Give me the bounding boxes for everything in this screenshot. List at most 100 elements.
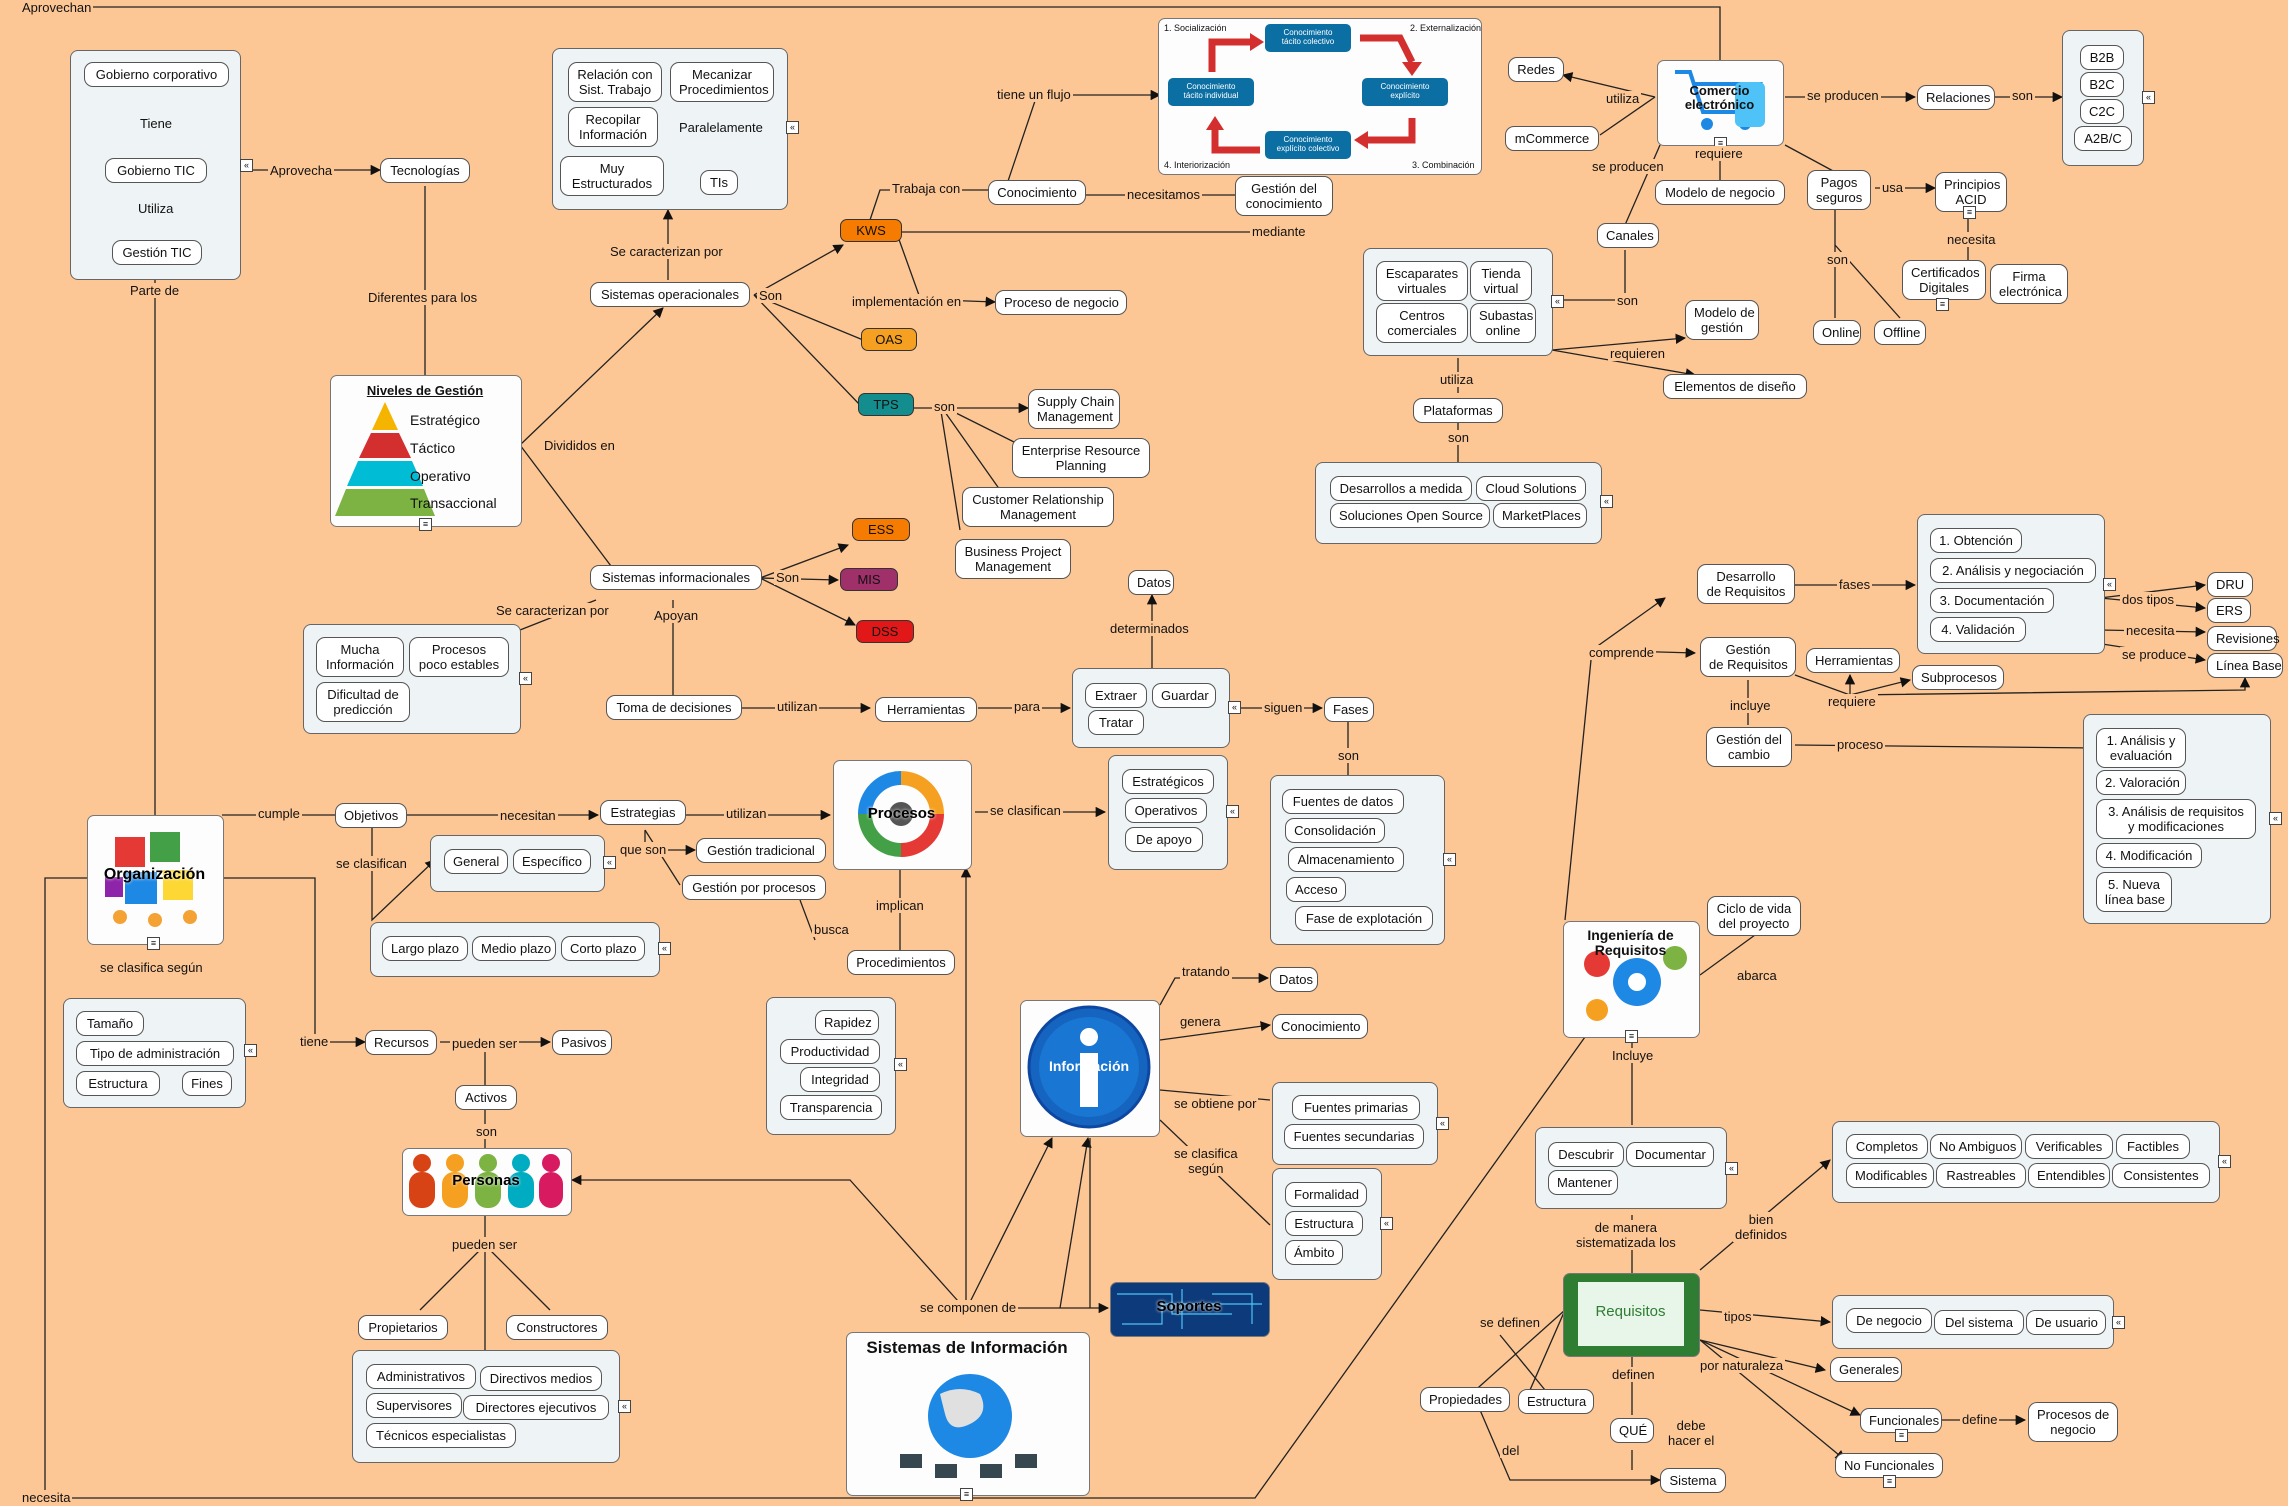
clasif-fines[interactable]: Fines [182, 1071, 232, 1096]
linea-base-node[interactable]: Línea Base [2207, 653, 2283, 678]
cal-factibles[interactable]: Factibles [2116, 1134, 2190, 1159]
procesos-negocio-node[interactable]: Procesos de negocio [2028, 1402, 2118, 1442]
expand-icon[interactable]: ≡ [1625, 1030, 1638, 1043]
fuentes-secundarias[interactable]: Fuentes secundarias [1284, 1124, 1424, 1149]
persona-directivos-medios[interactable]: Directivos medios [480, 1366, 602, 1391]
canal-centros[interactable]: Centros comerciales [1376, 303, 1468, 343]
tecnologias-node[interactable]: Tecnologías [380, 158, 470, 183]
medio-plazo[interactable]: Medio plazo [472, 936, 556, 961]
expand-icon[interactable]: « [2269, 812, 2282, 825]
expand-icon[interactable]: « [618, 1400, 631, 1413]
persona-supervisores[interactable]: Supervisores [366, 1393, 462, 1418]
tipo-negocio[interactable]: De negocio [1846, 1308, 1932, 1333]
activos-node[interactable]: Activos [455, 1085, 517, 1110]
cambio-4[interactable]: 4. Modificación [2096, 843, 2202, 868]
expand-icon[interactable]: « [2142, 91, 2155, 104]
dss-node[interactable]: DSS [856, 620, 914, 643]
req-fase-4[interactable]: 4. Validación [1930, 617, 2026, 642]
persona-administrativos[interactable]: Administrativos [366, 1364, 476, 1389]
estructura-node[interactable]: Estructura [1518, 1389, 1594, 1414]
tps-item-3[interactable]: Customer Relationship Management [962, 487, 1114, 527]
expand-icon[interactable]: « [1380, 1217, 1393, 1230]
expand-icon[interactable]: « [1228, 701, 1241, 714]
canal-subastas[interactable]: Subastas online [1470, 303, 1536, 343]
elementos-diseno-node[interactable]: Elementos de diseño [1663, 374, 1807, 399]
fase-2[interactable]: Consolidación [1285, 818, 1385, 843]
mis-node[interactable]: MIS [840, 568, 898, 591]
clasif-tamano[interactable]: Tamaño [76, 1011, 144, 1036]
canal-escaparates[interactable]: Escaparates virtuales [1376, 261, 1468, 301]
herramientas-node[interactable]: Herramientas [875, 697, 977, 722]
recursos-node[interactable]: Recursos [365, 1030, 437, 1055]
req-fase-1[interactable]: 1. Obtención [1930, 528, 2022, 553]
tipo-c2c[interactable]: C2C [2080, 99, 2124, 124]
propietarios-node[interactable]: Propietarios [358, 1315, 448, 1340]
expand-icon[interactable]: « [244, 1044, 257, 1057]
kws-node[interactable]: KWS [840, 219, 902, 242]
expand-icon[interactable]: ≡ [1936, 298, 1949, 311]
act-documentar[interactable]: Documentar [1626, 1142, 1714, 1167]
expand-icon[interactable]: ≡ [1883, 1475, 1896, 1488]
inf-item-2[interactable]: Procesos poco estables [409, 637, 509, 677]
persona-tecnicos[interactable]: Técnicos especialistas [366, 1423, 516, 1448]
busca-rapidez[interactable]: Rapidez [815, 1010, 879, 1035]
fase-5[interactable]: Fase de explotación [1295, 906, 1433, 931]
cal-consistentes[interactable]: Consistentes [2112, 1163, 2210, 1188]
expand-icon[interactable]: « [519, 672, 532, 685]
expand-icon[interactable]: ≡ [1963, 206, 1976, 219]
corto-plazo[interactable]: Corto plazo [561, 936, 645, 961]
expand-icon[interactable]: « [1443, 853, 1456, 866]
gestion-cambio-node[interactable]: Gestión del cambio [1706, 727, 1792, 767]
fases-node[interactable]: Fases [1324, 697, 1374, 722]
firma-node[interactable]: Firma electrónica [1990, 264, 2068, 304]
generales-node[interactable]: Generales [1830, 1357, 1902, 1382]
desarrollo-requisitos-node[interactable]: Desarrollo de Requisitos [1697, 564, 1795, 604]
req-herramientas-node[interactable]: Herramientas [1806, 648, 1900, 673]
online-node[interactable]: Online [1813, 320, 1861, 345]
oas-node[interactable]: OAS [861, 328, 917, 351]
fase-1[interactable]: Fuentes de datos [1282, 789, 1404, 814]
proc-apoyo[interactable]: De apoyo [1125, 827, 1203, 852]
propiedades-node[interactable]: Propiedades [1420, 1387, 1510, 1412]
pagos-node[interactable]: Pagos seguros [1807, 170, 1871, 210]
expand-icon[interactable]: « [658, 942, 671, 955]
expand-icon[interactable]: ≡ [1895, 1429, 1908, 1442]
canales-node[interactable]: Canales [1597, 223, 1659, 248]
expand-icon[interactable]: « [1725, 1162, 1738, 1175]
expand-icon[interactable]: « [1600, 495, 1613, 508]
cambio-5[interactable]: 5. Nueva línea base [2096, 872, 2172, 912]
offline-node[interactable]: Offline [1874, 320, 1926, 345]
expand-icon[interactable]: « [1436, 1117, 1449, 1130]
obj-especifico[interactable]: Específico [513, 849, 591, 874]
funcionales-node[interactable]: Funcionales [1860, 1408, 1942, 1433]
cal-completos[interactable]: Completos [1846, 1134, 1928, 1159]
estrategias-node[interactable]: Estrategias [600, 800, 686, 825]
clasif-estructura[interactable]: Estructura [76, 1071, 160, 1096]
op-item-1[interactable]: Relación con Sist. Trabajo [568, 62, 662, 102]
gestion-conocimiento-node[interactable]: Gestión del conocimiento [1235, 176, 1333, 216]
expand-icon[interactable]: « [240, 159, 253, 172]
cambio-1[interactable]: 1. Análisis y evaluación [2096, 728, 2186, 768]
expand-icon[interactable]: « [2112, 1316, 2125, 1329]
cal-verificables[interactable]: Verificables [2025, 1134, 2113, 1159]
tps-node[interactable]: TPS [858, 393, 914, 416]
tps-item-1[interactable]: Supply Chain Management [1028, 389, 1120, 429]
que-node[interactable]: QUÉ [1610, 1418, 1654, 1443]
expand-icon[interactable]: ≡ [960, 1488, 973, 1501]
ers-node[interactable]: ERS [2207, 598, 2251, 623]
act-mantener[interactable]: Mantener [1548, 1170, 1618, 1195]
sistema-node[interactable]: Sistema [1660, 1468, 1726, 1493]
tipo-a2bc[interactable]: A2B/C [2074, 126, 2132, 151]
certificados-node[interactable]: Certificados Digitales [1902, 260, 1986, 300]
tipo-sistema[interactable]: Del sistema [1934, 1310, 2024, 1335]
tipo-usuario[interactable]: De usuario [2026, 1310, 2106, 1335]
expand-icon[interactable]: « [894, 1058, 907, 1071]
req-fase-2[interactable]: 2. Análisis y negociación [1930, 558, 2096, 583]
op-item-2[interactable]: Mecanizar Procedimientos [670, 62, 774, 102]
sistemas-operacionales-node[interactable]: Sistemas operacionales [590, 282, 750, 307]
op-item-5[interactable]: Muy Estructurados [560, 156, 664, 196]
inf-item-3[interactable]: Dificultad de predicción [316, 682, 410, 722]
relaciones-node[interactable]: Relaciones [1917, 85, 1995, 110]
gestion-tradicional-node[interactable]: Gestión tradicional [696, 838, 826, 863]
expand-icon[interactable]: « [2103, 578, 2116, 591]
